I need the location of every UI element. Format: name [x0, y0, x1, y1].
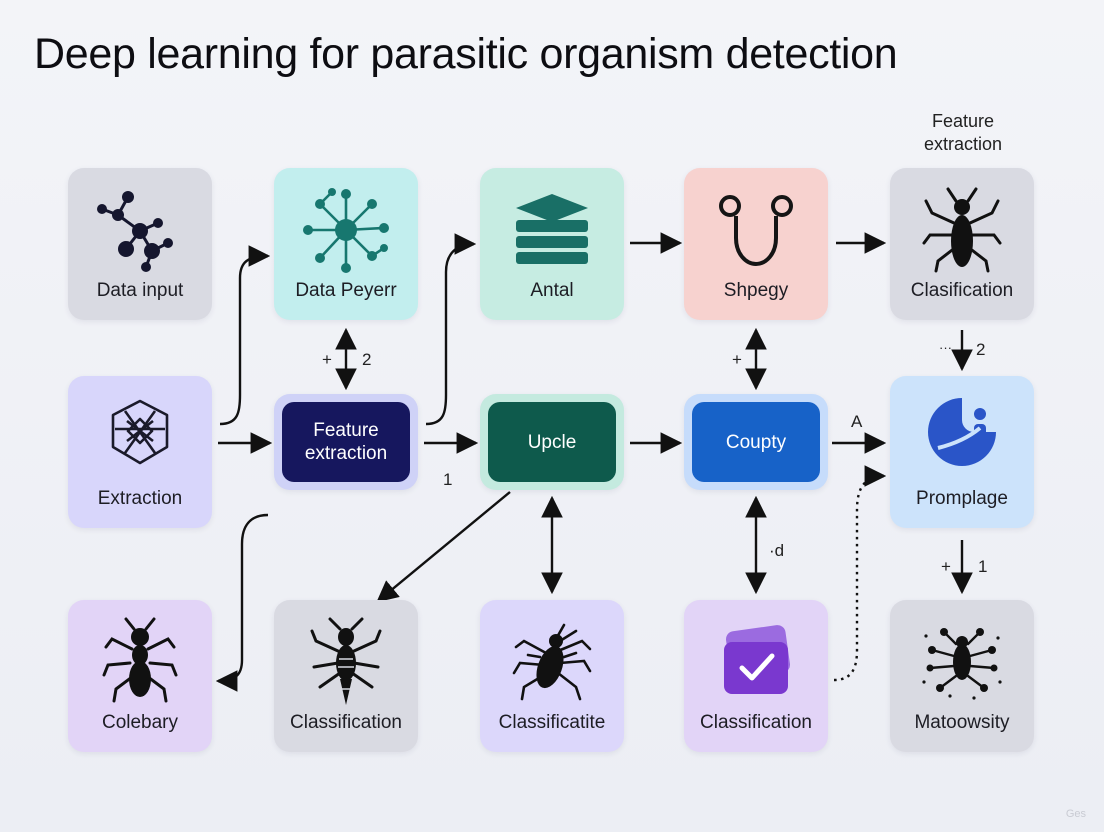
network-hub-icon	[274, 182, 418, 278]
node-label: Data Peyerr	[295, 280, 397, 301]
edge-label-two: 2	[976, 340, 986, 359]
node-classification-2[interactable]: Classification	[684, 600, 828, 752]
coupty-box: Coupty	[692, 402, 820, 482]
watermark: Ges	[1065, 808, 1086, 820]
node-matoowsity[interactable]: Matoowsity	[890, 600, 1034, 752]
node-classificatite[interactable]: Classificatite	[480, 600, 624, 752]
arrow-feature-colebary	[215, 513, 269, 692]
node-extraction[interactable]: Extraction	[68, 376, 212, 528]
database-stack-icon	[480, 182, 624, 278]
node-label-line2: extraction	[304, 443, 388, 464]
node-data-input[interactable]: Data input	[68, 168, 212, 320]
edge-label-one: 1	[978, 557, 988, 576]
top-note-line2: extraction	[923, 134, 1003, 154]
upcle-box: Upcle	[488, 402, 616, 482]
node-clasification[interactable]: Clasification	[890, 168, 1034, 320]
polygon-mesh-icon	[68, 384, 212, 480]
node-classification-1[interactable]: Classification	[274, 600, 418, 752]
node-antal[interactable]: Antal	[480, 168, 624, 320]
arrow-classification2-promplage	[833, 465, 887, 682]
edge-label-dots: ···	[939, 340, 952, 355]
edge-label-d: ·d	[769, 541, 785, 560]
bug-icon	[890, 182, 1034, 278]
node-colebary[interactable]: Colebary	[68, 600, 212, 752]
edge-label-plus: +	[941, 557, 951, 576]
edge-label-a: A	[851, 412, 863, 431]
arrow-upcle-classification1	[376, 491, 511, 603]
node-label: Colebary	[101, 712, 179, 733]
edge-label-plus: +	[322, 350, 332, 369]
arrow-feature-antal	[425, 233, 477, 426]
node-label: Clasification	[910, 280, 1014, 301]
node-label: Classification	[290, 712, 402, 733]
scorpion-icon	[274, 614, 418, 710]
feature-extraction-box: Feature extraction	[282, 402, 410, 482]
arrow-extraction-datapeyerr	[219, 245, 271, 426]
microbe-icon	[890, 614, 1034, 710]
node-feature-extraction[interactable]: Feature extraction	[274, 394, 418, 490]
stethoscope-icon	[684, 182, 828, 278]
edge-label-plus: +	[732, 350, 742, 369]
node-label: Coupty	[725, 431, 787, 453]
globe-icon	[890, 384, 1034, 480]
mite-icon	[480, 614, 624, 710]
molecule-icon	[68, 182, 212, 278]
edge-label-one: 1	[443, 470, 453, 489]
node-label: Shpegy	[723, 280, 789, 301]
edge-label-two: 2	[362, 350, 372, 369]
check-card-icon	[684, 614, 828, 710]
diagram-title: Deep learning for parasitic organism det…	[34, 30, 898, 78]
node-coupty[interactable]: Coupty	[684, 394, 828, 490]
node-label: Extraction	[97, 488, 183, 509]
node-label: Classification	[700, 712, 812, 733]
node-label: Data input	[96, 280, 184, 301]
node-upcle[interactable]: Upcle	[480, 394, 624, 490]
ant-icon	[68, 614, 212, 710]
node-label-line1: Feature	[313, 420, 379, 441]
node-label: Promplage	[916, 488, 1008, 509]
node-label: Upcle	[527, 431, 577, 453]
top-note-line1: Feature	[931, 111, 995, 131]
node-data-peyerr[interactable]: Data Peyerr	[274, 168, 418, 320]
node-label: Matoowsity	[914, 712, 1010, 733]
top-note: Feature extraction	[902, 110, 1024, 156]
node-label: Classificatite	[498, 712, 606, 733]
node-shpegy[interactable]: Shpegy	[684, 168, 828, 320]
node-promplage[interactable]: Promplage	[890, 376, 1034, 528]
node-label: Antal	[530, 280, 574, 301]
